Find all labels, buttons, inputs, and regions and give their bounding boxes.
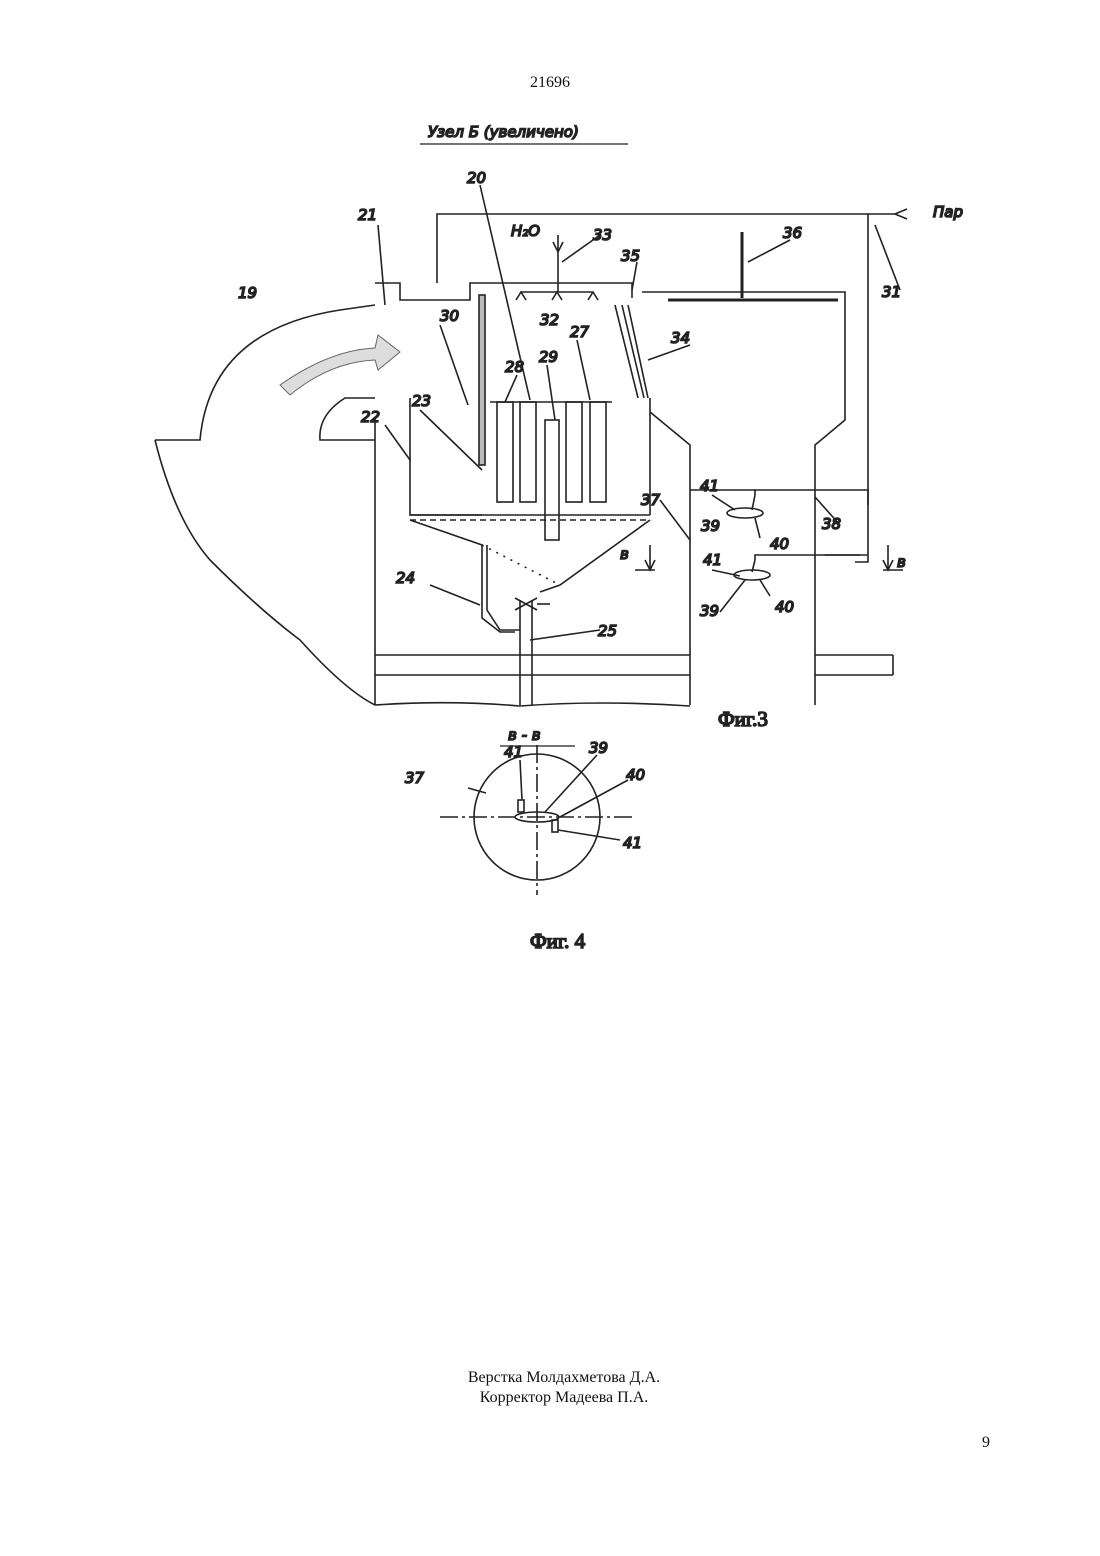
label-28: 28 <box>505 358 524 376</box>
label-41-lower: 41 <box>703 551 722 569</box>
label-22: 22 <box>361 408 380 426</box>
label-35: 35 <box>621 247 640 265</box>
label-40-upper: 40 <box>770 535 789 553</box>
label-29: 29 <box>539 348 558 366</box>
label-21: 21 <box>358 206 377 224</box>
label-30: 30 <box>440 307 459 325</box>
node-title: Узел Б (увеличено) <box>428 123 579 141</box>
section-mark-left: в <box>620 545 629 563</box>
label-34: 34 <box>671 329 690 347</box>
label-41-upper: 41 <box>700 477 719 495</box>
fig4-label-40: 40 <box>626 766 645 784</box>
proof-credit: Корректор Мадеева П.А. <box>0 1388 1100 1408</box>
label-37: 37 <box>641 491 661 509</box>
label-32: 32 <box>540 311 559 329</box>
fig4-label-39: 39 <box>589 739 608 757</box>
figure-3-caption: Фиг.3 <box>718 707 768 731</box>
fig4-label-41-top: 41 <box>504 743 523 761</box>
fig4-label-37: 37 <box>405 769 425 787</box>
label-25: 25 <box>598 622 617 640</box>
h2o-label: H₂O <box>511 222 540 240</box>
page-number: 9 <box>982 1434 990 1452</box>
label-39-lower: 39 <box>700 602 719 620</box>
layout-credit: Верстка Молдахметова Д.А. <box>0 1368 1100 1388</box>
fig4-label-41-bottom: 41 <box>623 834 642 852</box>
label-40-lower: 40 <box>775 598 794 616</box>
label-36: 36 <box>783 224 802 242</box>
label-38: 38 <box>822 515 841 533</box>
label-27: 27 <box>570 323 590 341</box>
label-20: 20 <box>467 169 486 187</box>
label-33: 33 <box>593 226 612 244</box>
label-23: 23 <box>412 392 431 410</box>
technical-drawing: Узел Б (увеличено) <box>0 0 1100 1000</box>
label-31: 31 <box>882 283 901 301</box>
section-title: в - в <box>508 726 541 744</box>
section-mark-right: в <box>897 553 906 571</box>
label-24: 24 <box>396 569 415 587</box>
figure-4-caption: Фиг. 4 <box>530 929 586 953</box>
label-39-upper: 39 <box>701 517 720 535</box>
steam-label: Пар <box>933 203 963 221</box>
label-19: 19 <box>238 284 257 302</box>
credits: Верстка Молдахметова Д.А. Корректор Маде… <box>0 1368 1100 1408</box>
